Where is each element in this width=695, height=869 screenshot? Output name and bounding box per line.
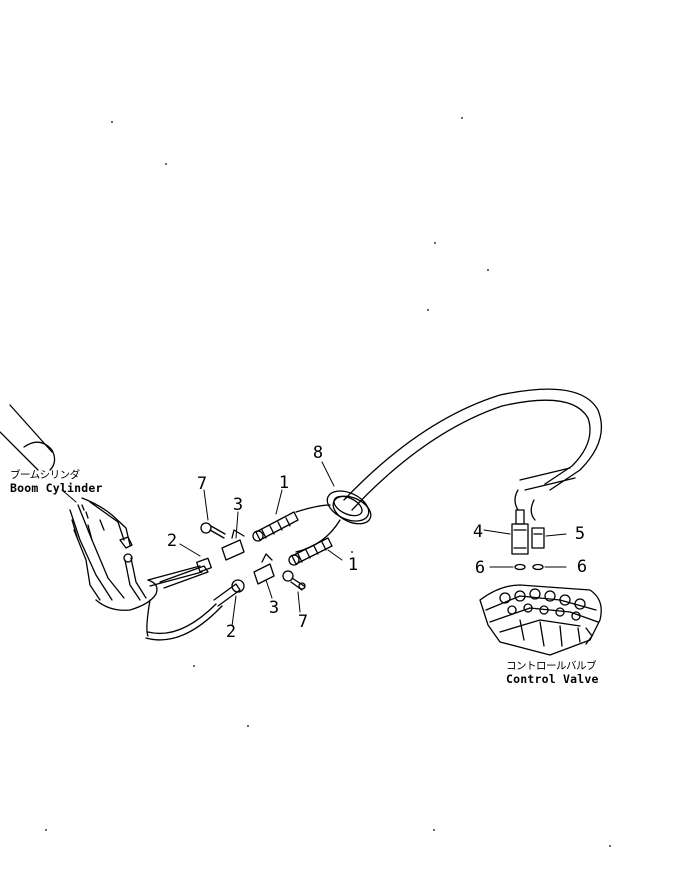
boom-cylinder — [0, 404, 158, 611]
hose-fitting-1b — [288, 537, 333, 566]
control-valve-label-jp: コントロールバルブ — [506, 660, 596, 672]
adapter-5 — [531, 527, 545, 549]
callout-2b: 2 — [225, 622, 237, 642]
callout-3a: 3 — [232, 495, 244, 515]
callout-1b: 1 — [347, 555, 359, 575]
callout-7b: 7 — [297, 612, 309, 632]
boom-cylinder-label-en: Boom Cylinder — [10, 481, 103, 495]
control-valve-label: コントロールバルブ Control Valve — [506, 660, 599, 686]
callout-6a: 6 — [474, 558, 486, 578]
callout-5: 5 — [574, 524, 586, 544]
bolt-7b — [282, 570, 306, 591]
callout-3b: 3 — [268, 598, 280, 618]
hose-2b — [213, 579, 245, 607]
clip-3b — [253, 553, 275, 585]
scan-specks — [45, 117, 611, 847]
boom-cylinder-label-jp: ブームシリンダ — [10, 469, 80, 481]
hose-fitting-1a — [252, 511, 299, 542]
clip-3a — [221, 529, 245, 561]
control-valve — [479, 584, 602, 656]
leader-lines — [61, 461, 567, 627]
callout-8: 8 — [312, 443, 324, 463]
callout-4: 4 — [472, 522, 484, 542]
boom-cylinder-label: ブームシリンダ Boom Cylinder — [10, 469, 103, 495]
hose-clamp — [326, 490, 372, 525]
hose-lines — [145, 388, 602, 641]
callout-6b: 6 — [576, 557, 588, 577]
hose-2a — [159, 557, 212, 589]
callout-2a: 2 — [166, 531, 178, 551]
callout-1a: 1 — [278, 473, 290, 493]
callout-7a: 7 — [196, 474, 208, 494]
adapter-4 — [511, 509, 529, 555]
o-rings — [514, 563, 544, 571]
bolt-7a — [200, 522, 226, 539]
control-valve-label-en: Control Valve — [506, 672, 599, 686]
